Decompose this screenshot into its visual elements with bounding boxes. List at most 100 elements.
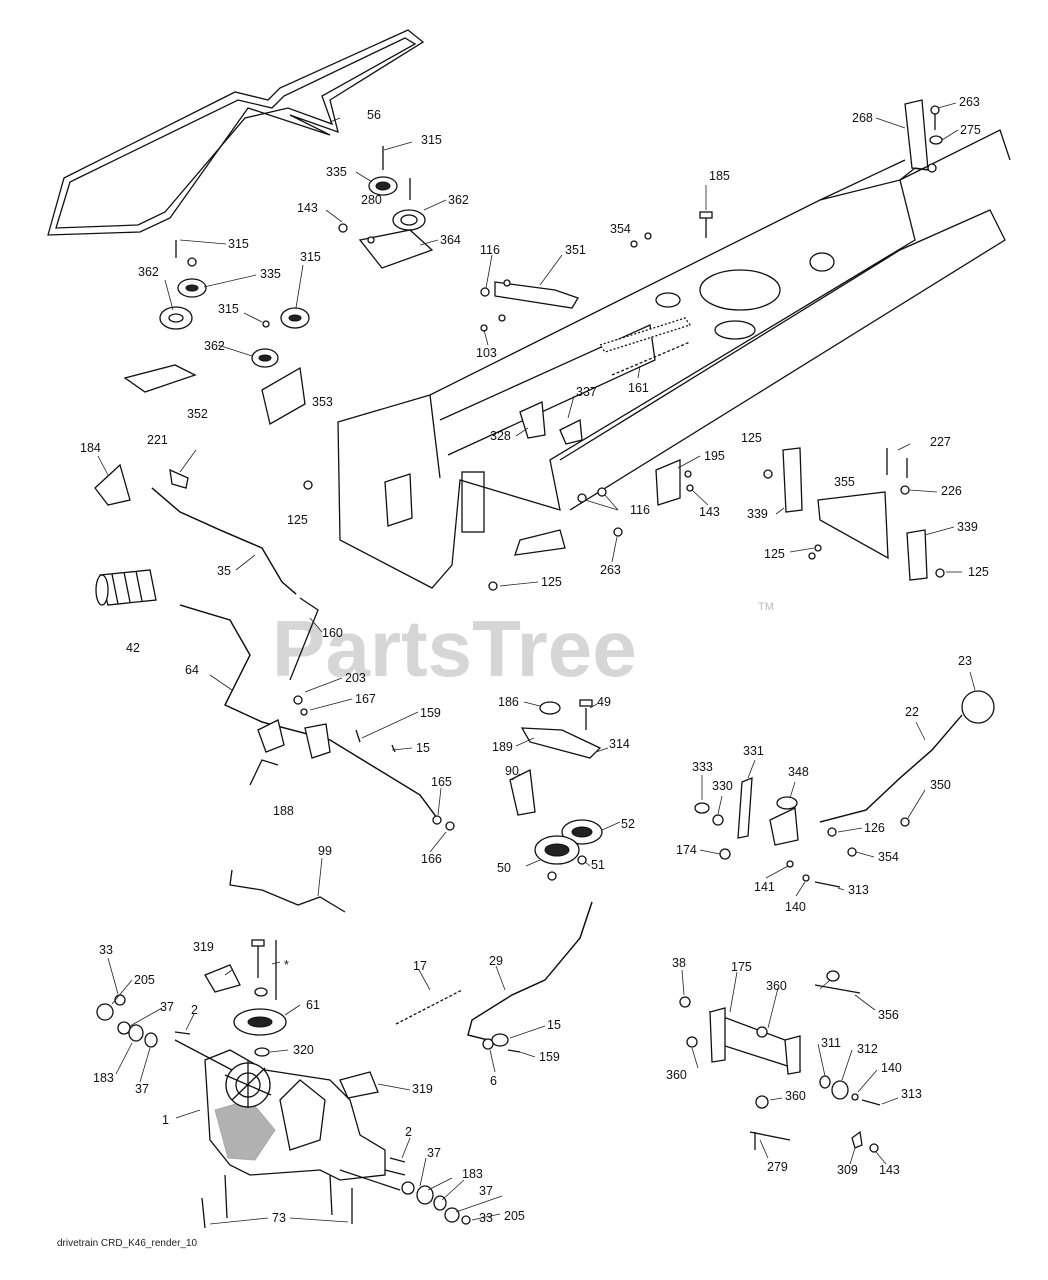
callout-313: 313 <box>901 1087 922 1101</box>
bracket-195 <box>488 459 694 591</box>
callout-312: 312 <box>857 1042 878 1056</box>
callout-335: 335 <box>260 267 281 281</box>
callout-35: 35 <box>217 564 231 578</box>
callout-185: 185 <box>709 169 730 183</box>
callout-355: 355 <box>834 475 855 489</box>
spring-17-rod-29 <box>395 901 593 1053</box>
callout-15: 15 <box>416 741 430 755</box>
callout-221: 221 <box>147 433 168 447</box>
bolt-185 <box>630 211 713 248</box>
callout-360: 360 <box>666 1068 687 1082</box>
callout-354: 354 <box>878 850 899 864</box>
callout-309: 309 <box>837 1163 858 1177</box>
callout-354: 354 <box>610 222 631 236</box>
callout-339: 339 <box>747 507 768 521</box>
callout-103: 103 <box>476 346 497 360</box>
drive-belt <box>47 29 425 236</box>
callout-126: 126 <box>864 821 885 835</box>
callout-99: 99 <box>318 844 332 858</box>
trademark-mark: TM <box>758 601 774 613</box>
callout-73: 73 <box>272 1211 286 1225</box>
callout-2: 2 <box>191 1003 198 1017</box>
callout-159: 159 <box>539 1050 560 1064</box>
callout-320: 320 <box>293 1043 314 1057</box>
pedal-grip-42 <box>95 569 157 606</box>
callout-125: 125 <box>968 565 989 579</box>
callout-319: 319 <box>412 1082 433 1096</box>
callout-275: 275 <box>960 123 981 137</box>
callout-37: 37 <box>135 1082 149 1096</box>
callout-37: 37 <box>479 1184 493 1198</box>
callout-160: 160 <box>322 626 343 640</box>
watermark-text: PartsTree <box>272 604 637 693</box>
callout-339: 339 <box>957 520 978 534</box>
callout-64: 64 <box>185 663 199 677</box>
callout-140: 140 <box>881 1061 902 1075</box>
callout-226: 226 <box>941 484 962 498</box>
cross-shaft-64 <box>179 597 455 831</box>
callout-90: 90 <box>505 764 519 778</box>
callout-141: 141 <box>754 880 775 894</box>
frame-chassis <box>337 129 1011 589</box>
callout-205: 205 <box>134 973 155 987</box>
callout-328: 328 <box>490 429 511 443</box>
callout-125: 125 <box>541 575 562 589</box>
callout-37: 37 <box>160 1000 174 1014</box>
callout-125: 125 <box>287 513 308 527</box>
callout-362: 362 <box>448 193 469 207</box>
callout-22: 22 <box>905 705 919 719</box>
callout-362: 362 <box>138 265 159 279</box>
callout-315: 315 <box>421 133 442 147</box>
callout-143: 143 <box>699 505 720 519</box>
callout-351: 351 <box>565 243 586 257</box>
callout-159: 159 <box>420 706 441 720</box>
callout-356: 356 <box>878 1008 899 1022</box>
callout-166: 166 <box>421 852 442 866</box>
callout-314: 314 <box>609 737 630 751</box>
callout-227: 227 <box>930 435 951 449</box>
rod-268 <box>904 99 943 173</box>
shift-lever-22 <box>819 690 995 857</box>
callout-50: 50 <box>497 861 511 875</box>
transmission-pulley-61 <box>204 939 379 1099</box>
callout-263: 263 <box>959 95 980 109</box>
callout-186: 186 <box>498 695 519 709</box>
leader-lines <box>97 102 976 1225</box>
callout-315: 315 <box>228 237 249 251</box>
callout-352: 352 <box>187 407 208 421</box>
callout-143: 143 <box>879 1163 900 1177</box>
callout-315: 315 <box>300 250 321 264</box>
callout-143: 143 <box>297 201 318 215</box>
brake-shaft-175 <box>679 970 881 1153</box>
callout-353: 353 <box>312 395 333 409</box>
callout-2: 2 <box>405 1125 412 1139</box>
callout-56: 56 <box>367 108 381 122</box>
callout-183: 183 <box>93 1071 114 1085</box>
callout-362: 362 <box>204 339 225 353</box>
idler-pulley-group-left <box>123 240 310 425</box>
callout-184: 184 <box>80 441 101 455</box>
callout-337: 337 <box>576 385 597 399</box>
callout-333: 333 <box>692 760 713 774</box>
callout-labels: 56 315 335 280 362 143 364 315 362 335 3… <box>80 95 989 1225</box>
bracket-351 <box>480 279 579 332</box>
transmission-assembly <box>174 1039 401 1229</box>
callout-6: 6 <box>490 1074 497 1088</box>
bracket-355 <box>763 447 945 581</box>
callout-331: 331 <box>743 744 764 758</box>
shift-linkage <box>694 777 841 888</box>
callout-188: 188 <box>273 804 294 818</box>
callout-189: 189 <box>492 740 513 754</box>
clutch-pulley-assembly <box>509 699 603 881</box>
callout-364: 364 <box>440 233 461 247</box>
callout-52: 52 <box>621 817 635 831</box>
callout-15: 15 <box>547 1018 561 1032</box>
callout-125: 125 <box>764 547 785 561</box>
callout-167: 167 <box>355 692 376 706</box>
callout-37: 37 <box>427 1146 441 1160</box>
drawing-footer: drivetrain CRD_K46_render_10 <box>57 1238 198 1249</box>
callout-280: 280 <box>361 193 382 207</box>
pedal-assembly-35 <box>94 463 313 595</box>
callout-319: 319 <box>193 940 214 954</box>
